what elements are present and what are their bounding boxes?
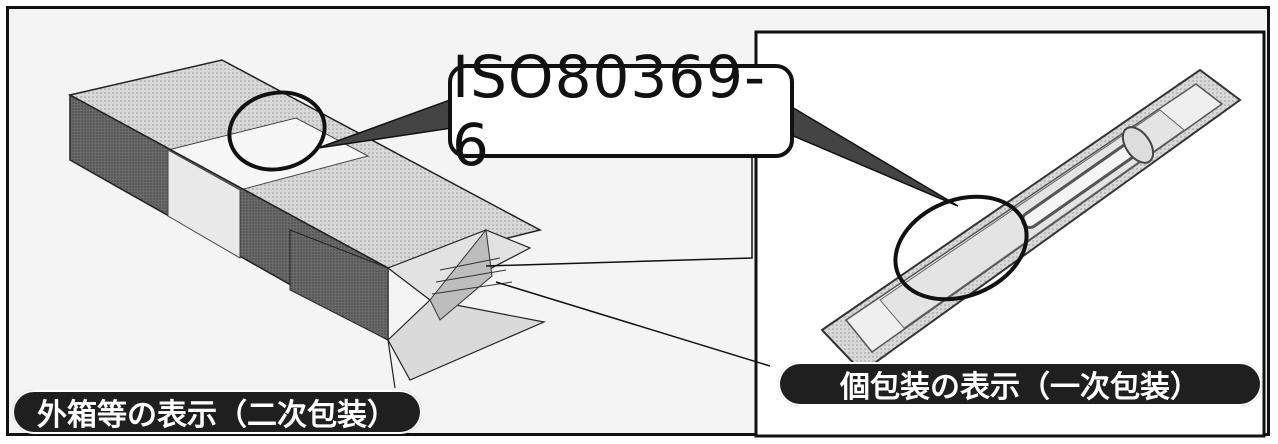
pack-marking-ellipse: [893, 194, 1029, 302]
secondary-packaging-caption: 外箱等の表示（二次包装）: [12, 390, 422, 434]
iso-standard-text: ISO80369-6: [452, 43, 767, 179]
secondary-packaging-text: 外箱等の表示（二次包装）: [37, 398, 397, 433]
primary-packaging-text: 個包装の表示（一次包装）: [840, 370, 1200, 405]
outer-box-illustration: [67, 59, 547, 389]
connector-line-lower: [495, 281, 771, 367]
box-marking-ellipse: [227, 90, 327, 172]
iso-standard-callout: ISO80369-6: [448, 43, 794, 179]
primary-packaging-caption: 個包装の表示（一次包装）: [778, 362, 1262, 406]
